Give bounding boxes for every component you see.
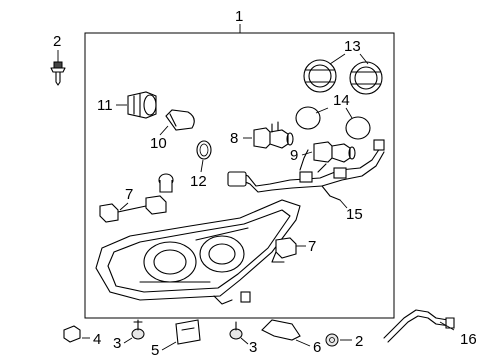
bulb-part-8: 8 xyxy=(230,121,294,149)
callout-7-left: 7 xyxy=(125,186,133,203)
screw-part-3-right: 3 xyxy=(229,321,257,356)
callout-2-bottom: 2 xyxy=(355,333,363,350)
callout-15: 15 xyxy=(346,206,363,223)
callout-1: 1 xyxy=(235,8,243,25)
callout-5: 5 xyxy=(151,342,159,359)
socket-part-7-right: 7 xyxy=(271,237,316,263)
callout-16: 16 xyxy=(460,331,477,348)
bulb-part-10: 10 xyxy=(150,109,195,152)
callout-13: 13 xyxy=(344,38,361,55)
bulb-part-9: 9 xyxy=(290,141,356,164)
callout-4: 4 xyxy=(93,331,101,348)
callout-3-left: 3 xyxy=(113,335,121,352)
callout-10: 10 xyxy=(150,135,167,152)
grommet-part-12: 12 xyxy=(190,140,212,190)
bracket-part-5: 5 xyxy=(151,319,201,359)
assembly-frame xyxy=(84,32,395,319)
screw-part-2-top: 2 xyxy=(50,33,66,86)
socket-part-11: 11 xyxy=(97,91,157,119)
callout-3-right: 3 xyxy=(249,339,257,356)
clip-part-4: 4 xyxy=(63,325,101,348)
callout-6: 6 xyxy=(313,339,321,356)
wiring-harness-part-15: 15 xyxy=(227,139,385,223)
rings-part-13: 13 xyxy=(303,38,383,95)
screw-part-3-left: 3 xyxy=(113,319,145,352)
callout-8: 8 xyxy=(230,130,238,147)
callout-2-top: 2 xyxy=(53,33,61,50)
callout-9: 9 xyxy=(290,147,298,164)
callout-12: 12 xyxy=(190,173,207,190)
o-rings-part-14: 14 xyxy=(295,92,371,140)
socket-part-7-left: 7 xyxy=(99,173,174,223)
callout-14: 14 xyxy=(333,92,350,109)
callout-7-right: 7 xyxy=(308,238,316,255)
bracket-part-6: 6 xyxy=(261,319,321,356)
hose-part-16: 16 xyxy=(383,309,477,348)
nut-part-2-bottom: 2 xyxy=(325,333,363,350)
headlamp-assembly xyxy=(95,199,301,305)
callout-11: 11 xyxy=(97,97,113,114)
